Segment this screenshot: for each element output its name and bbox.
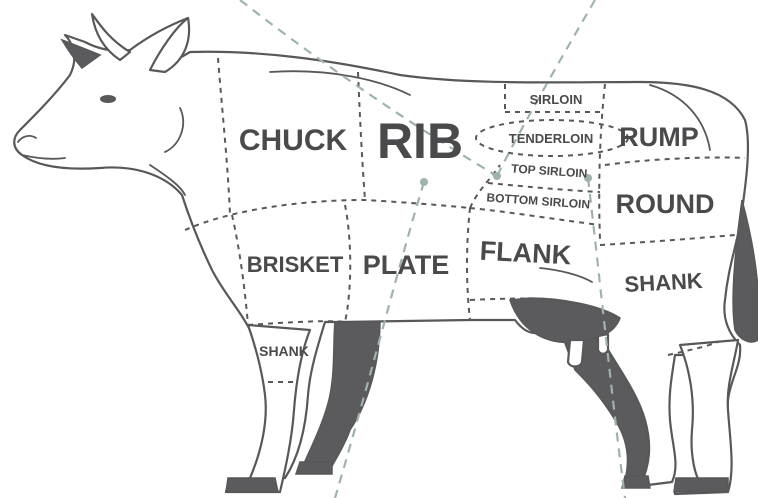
label-top-sirloin: TOP SIRLOIN (511, 161, 588, 180)
label-flank: FLANK (479, 236, 572, 271)
cut-line-flank-top (469, 207, 601, 226)
mouth (21, 154, 66, 160)
cut-line-plate-flank (466, 207, 471, 321)
label-tenderloin: TENDERLOIN (509, 131, 594, 146)
udder (508, 297, 621, 344)
cut-line-rump-round (604, 156, 746, 166)
label-round: ROUND (616, 189, 715, 219)
label-brisket: BRISKET (247, 252, 344, 277)
cut-line-chuck-brisket (231, 214, 249, 326)
hoof (294, 461, 333, 475)
rump-ridge (649, 84, 711, 151)
nostril (17, 135, 37, 143)
cut-line-chest (184, 198, 471, 231)
guide-line (239, 0, 498, 177)
hoof (621, 475, 651, 489)
rear-near-leg (673, 338, 740, 496)
horn (90, 12, 132, 62)
back-ridge (269, 70, 411, 96)
eye (100, 95, 116, 103)
guide-line (496, 0, 596, 177)
ear (148, 16, 191, 74)
label-plate: PLATE (363, 250, 450, 280)
cut-line-belly (247, 320, 346, 326)
head-tuft (60, 38, 102, 70)
tail (732, 199, 758, 343)
hoof (673, 477, 729, 493)
cut-line-chuck-rib (357, 71, 366, 201)
label-rump: RUMP (619, 122, 699, 152)
label-shank-rear: SHANK (624, 268, 704, 297)
label-sirloin: SIRLOIN (530, 92, 583, 107)
cut-line-brisket-plate (344, 204, 352, 323)
guide-dot (493, 172, 501, 180)
label-rib: RIB (377, 113, 463, 169)
teat (566, 338, 586, 368)
cut-line-rib-loin (469, 164, 501, 209)
tenderloin-outline (475, 119, 629, 157)
cut-line-loin-rear (598, 83, 606, 241)
cheek-line (164, 107, 185, 153)
cut-line-plate-bottom (469, 297, 561, 301)
guide-line (586, 177, 627, 498)
cut-line-round-shank (599, 234, 736, 246)
guide-dot (584, 174, 592, 182)
neck-fold (149, 164, 186, 196)
label-shank-front: SHANK (259, 343, 309, 359)
hoof (225, 477, 279, 493)
guide-line (333, 181, 426, 498)
cut-line-topsirloin (487, 182, 601, 193)
guide-dot (420, 178, 428, 186)
label-chuck: CHUCK (239, 124, 348, 157)
flank-fold (539, 267, 593, 283)
